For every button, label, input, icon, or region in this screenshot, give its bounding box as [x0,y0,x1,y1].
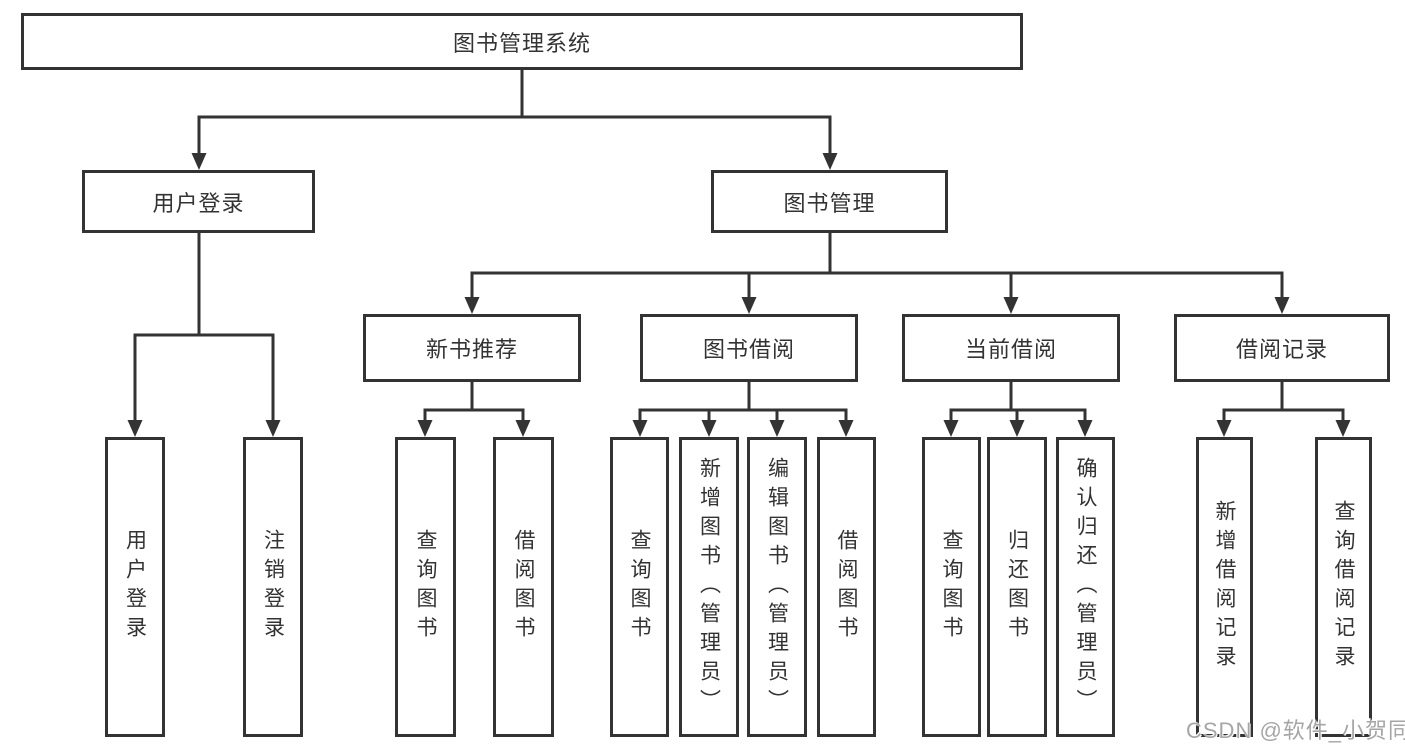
arrow-down-icon [1077,420,1093,437]
arrow-down-icon [265,420,281,437]
arrow-down-icon [127,420,143,437]
arrow-down-icon [769,420,785,437]
node-library-system: 图书管理系统 [21,13,1023,70]
node-book-management: 图书管理 [711,170,948,233]
leaf-query-books-borrowing: 查询图书 [610,437,669,737]
arrow-down-icon [417,420,433,437]
node-new-book-recommend: 新书推荐 [363,314,581,382]
arrow-down-icon [1274,297,1290,314]
arrow-down-icon [701,420,717,437]
leaf-add-books-admin: 新增图书（管理员） [679,437,739,737]
node-current-borrowing: 当前借阅 [902,314,1120,382]
arrow-down-icon [464,297,480,314]
arrow-down-icon [838,420,854,437]
arrow-down-icon [1009,420,1025,437]
node-user-login: 用户登录 [82,170,315,233]
leaf-borrow-books-recommend: 借阅图书 [493,437,554,737]
arrow-down-icon [943,420,959,437]
leaf-confirm-return-admin: 确认归还（管理员） [1056,437,1115,737]
leaf-borrow-books-borrowing: 借阅图书 [817,437,876,737]
watermark: CSDN @软件_小贺同学 [1186,718,1405,743]
leaf-query-books-recommend: 查询图书 [395,437,456,737]
leaf-user-login: 用户登录 [105,437,165,737]
arrow-down-icon [515,420,531,437]
leaf-logout: 注销登录 [243,437,303,737]
leaf-edit-books-admin: 编辑图书（管理员） [747,437,807,737]
node-book-borrowing: 图书借阅 [640,314,858,382]
arrow-down-icon [1216,420,1232,437]
leaf-return-books: 归还图书 [987,437,1047,737]
arrow-down-icon [741,297,757,314]
leaf-query-borrow-record: 查询借阅记录 [1315,437,1372,737]
leaf-add-borrow-record: 新增借阅记录 [1196,437,1253,737]
node-borrowing-records: 借阅记录 [1174,314,1390,382]
arrow-down-icon [1335,420,1351,437]
arrow-down-icon [191,153,207,170]
arrow-down-icon [632,420,648,437]
arrow-down-icon [1003,297,1019,314]
arrow-down-icon [822,153,838,170]
arrowheads [127,153,1351,437]
leaf-query-books-current: 查询图书 [922,437,981,737]
